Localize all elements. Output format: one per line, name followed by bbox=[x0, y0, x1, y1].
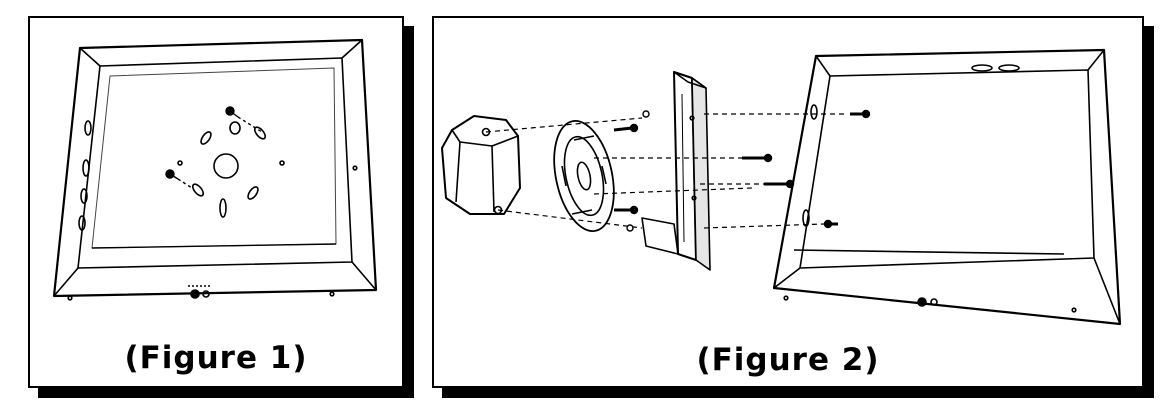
figure-1-panel: (Figure 1) bbox=[28, 16, 404, 388]
bracket bbox=[641, 71, 711, 271]
junction-box bbox=[441, 115, 521, 215]
figure-1-caption: (Figure 1) bbox=[124, 340, 308, 376]
frame-box bbox=[772, 48, 1122, 326]
screw bbox=[613, 109, 871, 232]
figure-2-panel: (Figure 2) bbox=[432, 16, 1144, 388]
figure-1-illustration bbox=[52, 38, 378, 301]
mounting-plate bbox=[553, 120, 615, 232]
figure-2-illustration bbox=[441, 48, 1122, 326]
figure-2-caption: (Figure 2) bbox=[696, 342, 880, 378]
